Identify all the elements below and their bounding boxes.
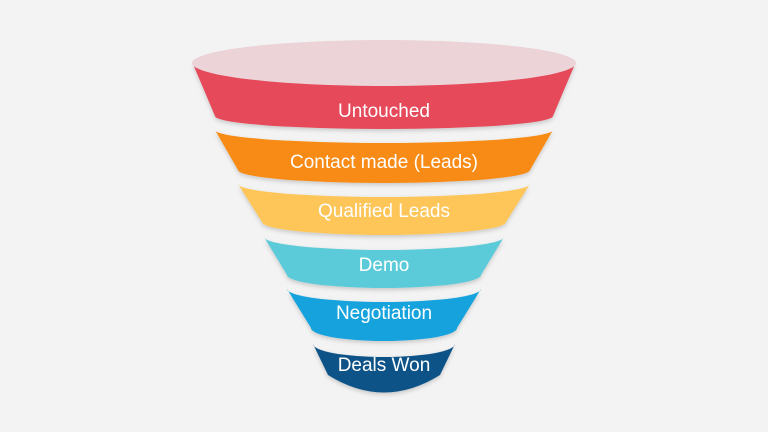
funnel-stage-deals-won-shape	[313, 344, 455, 393]
funnel-stage-negotiation-shape	[287, 289, 481, 341]
funnel-rim	[192, 40, 576, 86]
funnel-stage-contact-made: Contact made (Leads)	[215, 130, 553, 183]
funnel-stage-demo-shape	[264, 237, 504, 288]
funnel-stage-label: Negotiation	[336, 303, 432, 324]
funnel-stage-qualified-leads: Qualified Leads	[238, 184, 530, 235]
funnel-stage-label: Qualified Leads	[318, 201, 450, 222]
funnel-stage-label: Deals Won	[338, 355, 431, 376]
funnel-stage-label: Demo	[359, 255, 410, 276]
funnel-stage-deals-won: Deals Won	[313, 344, 455, 393]
funnel-stage-contact-made-shape	[215, 130, 553, 183]
funnel-stage-label: Untouched	[338, 101, 430, 122]
funnel-stage-qualified-leads-shape	[238, 184, 530, 235]
funnel-stage-negotiation: Negotiation	[287, 289, 481, 341]
funnel-stage-label: Contact made (Leads)	[290, 152, 478, 173]
funnel-stage-demo: Demo	[264, 237, 504, 288]
